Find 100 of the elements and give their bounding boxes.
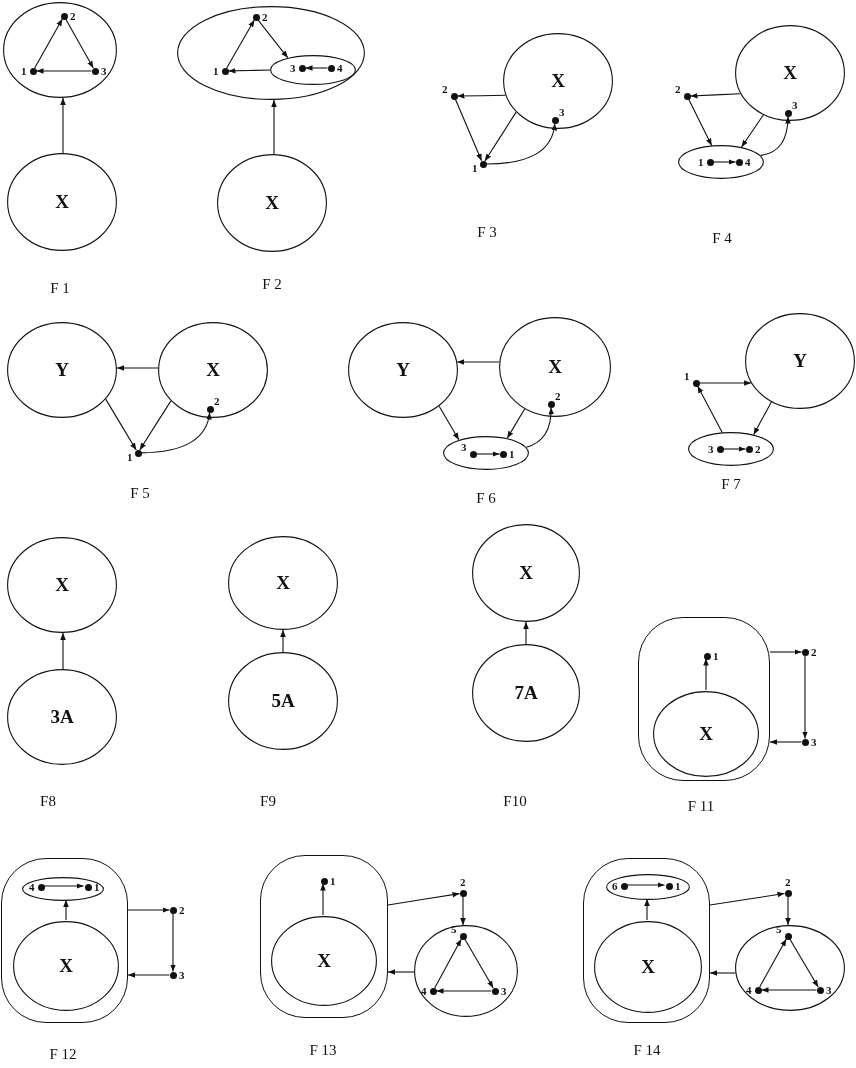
arrow [625, 882, 666, 888]
arrow [464, 938, 494, 989]
arrow [506, 408, 526, 439]
ellipse-node [678, 145, 764, 179]
ellipse-node [688, 432, 774, 466]
ellipse-node [271, 916, 377, 1006]
ellipse-node [228, 652, 338, 750]
vertex-number: 4 [29, 881, 35, 893]
ellipse-node [653, 691, 759, 777]
vertex-dot [801, 648, 809, 656]
vertex-number: 3 [179, 969, 185, 981]
arrow [785, 895, 791, 926]
node-label: X [265, 192, 279, 214]
arrow [688, 98, 713, 146]
vertex-dot [784, 889, 792, 897]
vertex-dot [252, 13, 260, 21]
figure-caption: F 5 [130, 485, 150, 501]
node-label: Y [793, 350, 807, 372]
vertex-number: 1 [213, 65, 219, 77]
ellipse-node [3, 2, 117, 98]
ellipse-node [745, 313, 855, 409]
arrow [712, 159, 737, 165]
node-label: X [641, 956, 655, 978]
ellipse-node [228, 536, 338, 630]
arrow [65, 18, 94, 69]
vertex-dot [784, 109, 792, 117]
arrow [769, 649, 803, 655]
arrow [456, 93, 507, 99]
vertex-number: 2 [811, 646, 817, 658]
vertex-dot [801, 738, 809, 746]
arrow [227, 67, 271, 74]
ellipse-node [7, 537, 117, 633]
vertex-number: 2 [442, 83, 448, 95]
figure-caption: F 11 [687, 798, 715, 814]
vertex-dot [221, 67, 229, 75]
node-label: X [551, 70, 565, 92]
arrow [475, 451, 501, 457]
vertex-number: 4 [337, 62, 343, 74]
vertex-number: 2 [675, 83, 681, 95]
arrow [759, 938, 787, 988]
ellipse-node [503, 33, 613, 129]
ellipse-node [348, 322, 458, 418]
arrow [60, 97, 66, 154]
arrow [709, 891, 786, 906]
figure-caption: F 13 [309, 1042, 337, 1058]
curved-arrow [760, 115, 791, 156]
vertex-dot [499, 450, 507, 458]
arrow [740, 114, 764, 148]
vertex-dot [620, 882, 628, 890]
vertex-number: 2 [555, 390, 561, 402]
node-label: X [55, 191, 69, 213]
vertex-dot [429, 987, 437, 995]
arrow [35, 68, 93, 74]
arrow [320, 882, 326, 916]
arrow [789, 938, 819, 988]
figure-caption: F 4 [712, 230, 732, 246]
arrow [703, 657, 709, 691]
vertex-number: 1 [472, 162, 478, 174]
vertex-dot [706, 158, 714, 166]
vertex-dot [37, 883, 45, 891]
arrow [769, 739, 803, 745]
figure-caption: F9 [260, 793, 276, 809]
node-label: 7A [514, 682, 538, 704]
vertex-dot [169, 906, 177, 914]
ellipse-node [443, 436, 529, 470]
arrow [438, 405, 460, 441]
curved-arrow [525, 406, 554, 448]
ellipse-node [7, 153, 117, 251]
node-label: X [276, 572, 290, 594]
vertex-dot [84, 883, 92, 891]
node-label: 3A [50, 706, 74, 728]
ellipse-node [7, 322, 117, 418]
figure-caption: F 12 [49, 1046, 77, 1062]
vertex-dot [735, 158, 743, 166]
arrow [709, 970, 736, 976]
vertex-number: 1 [698, 156, 704, 168]
vertex-number: 2 [755, 443, 761, 455]
arrow [127, 907, 171, 913]
arrow [435, 988, 493, 994]
vertex-dot [469, 450, 477, 458]
vertex-dot [459, 932, 467, 940]
figure-caption: F 14 [633, 1042, 661, 1058]
arrow [387, 969, 415, 975]
arrow [105, 398, 137, 451]
vertex-number: 2 [460, 876, 466, 888]
vertex-number: 4 [746, 984, 752, 996]
ellipse-node [177, 6, 365, 100]
vertex-dot [450, 92, 458, 100]
ellipse-node [499, 317, 611, 417]
ellipse-node [7, 669, 117, 765]
vertex-dot [547, 400, 555, 408]
arrow [63, 899, 69, 921]
rounded-box [1, 858, 128, 1023]
vertex-number: 2 [785, 876, 791, 888]
arrow [484, 111, 517, 162]
vertex-dot [169, 971, 177, 979]
vertex-number: 1 [684, 370, 690, 382]
arrow [697, 385, 723, 433]
ellipse-node [270, 55, 356, 85]
arrow [698, 380, 752, 386]
